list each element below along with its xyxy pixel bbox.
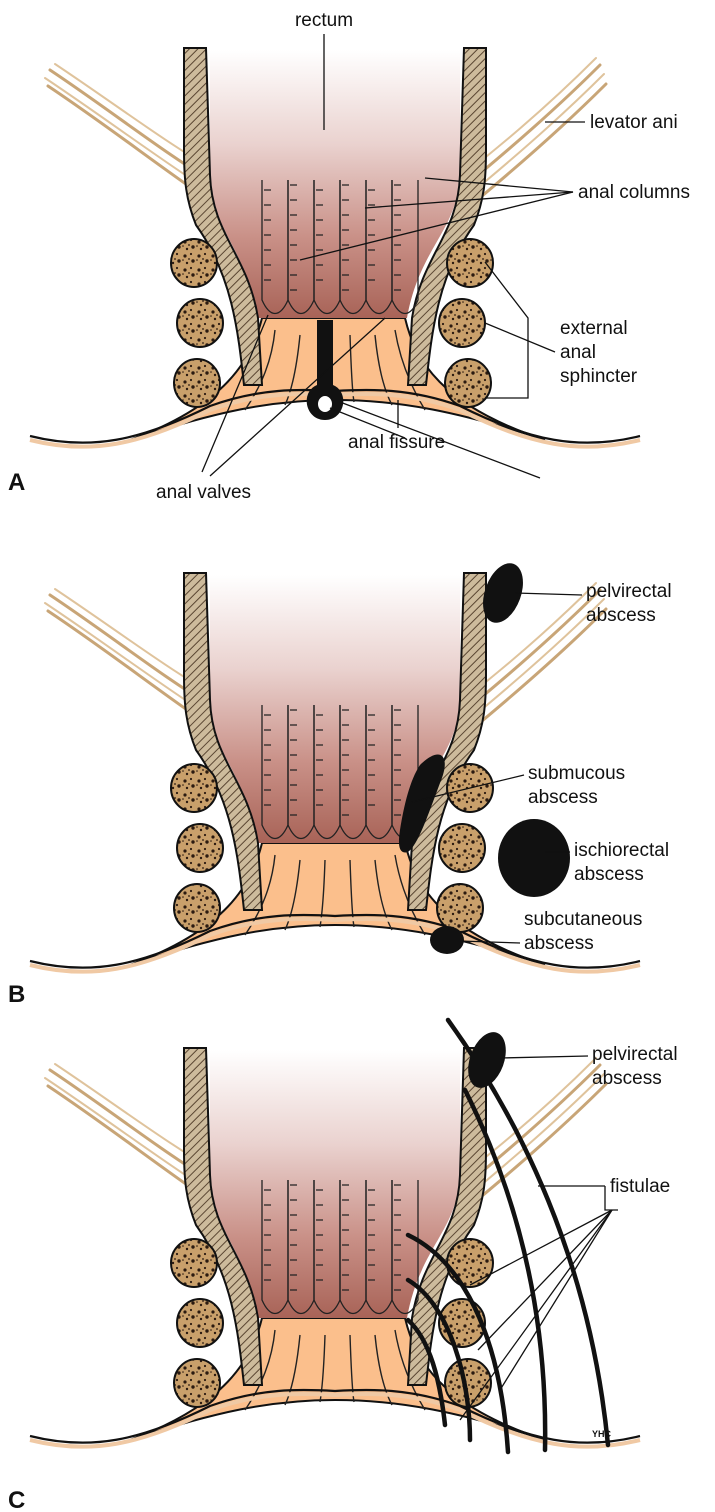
subcutaneous-abscess-blob [430, 926, 464, 954]
label-pelvirectal-1: pelvirectal [586, 581, 672, 602]
label-ischiorectal-1: ischiorectal [574, 840, 669, 861]
label-pelvirectal-c-1: pelvirectal [592, 1044, 678, 1065]
label-submucous-2: abscess [528, 787, 598, 808]
label-anal-columns: anal columns [578, 182, 690, 203]
panel-c: pelvirectal abscess fistulae YHC C [8, 1020, 678, 1512]
panel-letter-b: B [8, 981, 25, 1008]
label-external-2: anal [560, 342, 596, 363]
label-levator-ani: levator ani [590, 112, 678, 133]
label-submucous-1: submucous [528, 763, 625, 784]
label-ischiorectal-2: abscess [574, 864, 644, 885]
label-external-3: sphincter [560, 366, 638, 387]
anal-fissure-center [318, 396, 332, 412]
label-anal-valves: anal valves [156, 482, 251, 503]
label-subcutaneous-2: abscess [524, 933, 594, 954]
label-pelvirectal-c-2: abscess [592, 1068, 662, 1089]
panel-b: pelvirectal abscess submucous abscess is… [8, 558, 672, 1008]
panel-a: rectum levator ani anal columns external… [8, 10, 690, 503]
panel-letter-c: C [8, 1487, 25, 1512]
label-rectum: rectum [295, 10, 353, 31]
leaders-external-anal-sphincter [485, 262, 555, 398]
leader-pelvirectal-c [500, 1056, 588, 1058]
label-fistulae: fistulae [610, 1176, 670, 1197]
label-subcutaneous-1: subcutaneous [524, 909, 642, 930]
external-anal-sphincter-right [439, 239, 493, 407]
ischiorectal-abscess-blob [498, 819, 570, 897]
leader-pelvirectal [515, 593, 582, 595]
label-pelvirectal-2: abscess [586, 605, 656, 626]
artist-signature: YHC [592, 1429, 612, 1439]
panel-letter-a: A [8, 469, 25, 496]
label-external-1: external [560, 318, 628, 339]
